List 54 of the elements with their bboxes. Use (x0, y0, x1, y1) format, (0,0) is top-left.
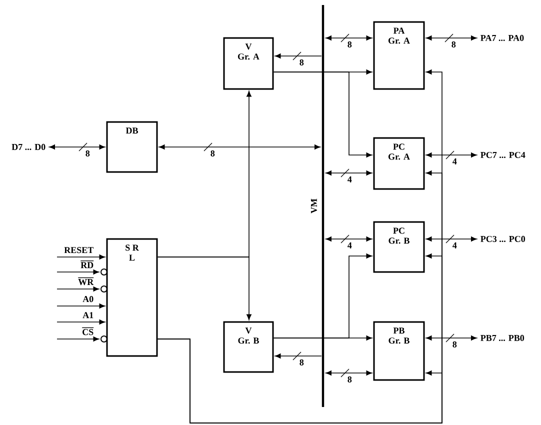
edge-label: 4 (452, 158, 457, 164)
signal-label: A0 (82, 296, 94, 302)
arrow (326, 170, 372, 176)
arrow (326, 236, 372, 242)
arrow (56, 254, 106, 260)
negated-arrow (56, 268, 108, 276)
bus-line: VM (310, 5, 324, 407)
block-box: PC Gr. B (373, 221, 425, 273)
pin-label: PC3 ... PC0 (480, 236, 526, 242)
edge-label: 8 (452, 341, 457, 348)
edge-label: 8 (452, 41, 456, 48)
arrow (158, 144, 320, 150)
arrow (426, 236, 477, 242)
block-box: PC Gr. A (373, 137, 425, 190)
edge-label: 8 (348, 41, 352, 48)
arrow (157, 256, 252, 320)
arrow (273, 254, 372, 338)
signal-label: RD (80, 260, 94, 268)
arrow (157, 338, 442, 424)
block-box: DB (106, 121, 158, 173)
pin-label: PA7 ... PA0 (480, 34, 524, 42)
arrow (326, 36, 372, 40)
arrow (426, 152, 477, 158)
edge-label: 8 (300, 359, 304, 366)
arrow (326, 370, 372, 376)
arrow (49, 144, 106, 150)
arrow (426, 36, 477, 40)
arrow (56, 320, 106, 324)
edge-label: 4 (348, 176, 352, 182)
edge-label: 8 (348, 376, 352, 382)
block-box: V Gr. B (223, 321, 274, 373)
block-box: S R L (106, 238, 158, 357)
negated-arrow (56, 286, 108, 292)
edge-label: 8 (210, 150, 215, 156)
signal-label: CS (82, 327, 94, 336)
pin-label: PC7 ... PC4 (480, 152, 526, 158)
pin-label: PB7 ... PB0 (480, 334, 524, 342)
negated-arrow (56, 336, 108, 342)
block-box: PB Gr. B (373, 321, 425, 381)
signal-label: A1 (82, 312, 94, 318)
edge-label: 8 (86, 150, 90, 156)
block-box: PA Gr. A (373, 21, 425, 90)
arrow (56, 304, 106, 308)
arrow (274, 354, 322, 358)
arrow (274, 54, 322, 58)
signal-label: RESET (64, 247, 94, 254)
edge-label: 4 (452, 242, 457, 248)
signal-label: WR (78, 277, 94, 286)
arrow (426, 336, 477, 340)
edge-label: 8 (300, 59, 304, 66)
edge-label: 4 (348, 242, 352, 248)
arrow (273, 72, 372, 158)
block-box: V Gr. A (223, 37, 274, 90)
pin-label: D7 ... D0 (12, 144, 46, 150)
